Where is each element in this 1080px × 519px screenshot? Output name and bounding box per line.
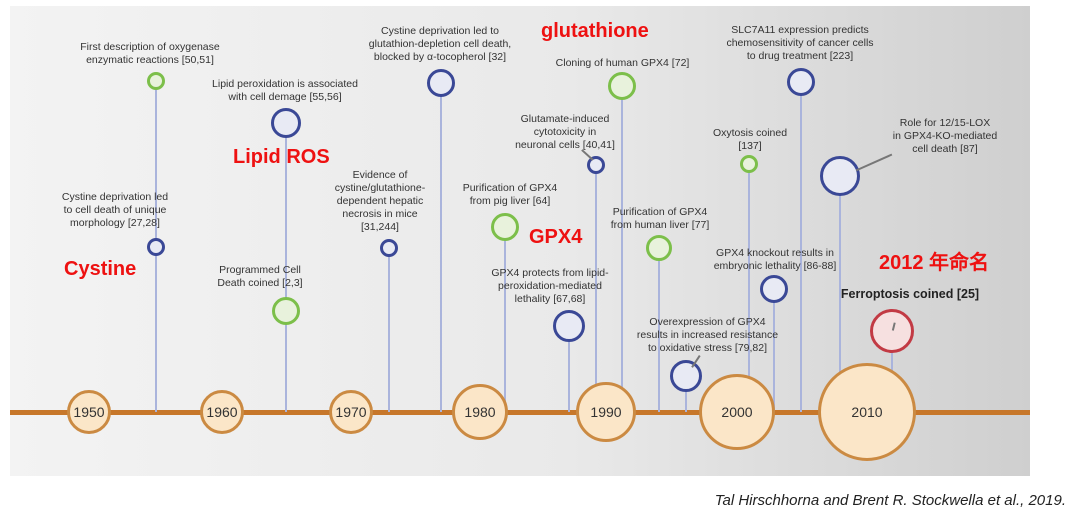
event-circle-gpx4-pig [491, 213, 519, 241]
stem-line [621, 86, 623, 412]
stem-line [748, 164, 750, 412]
stem-line [285, 311, 287, 412]
stem-line [568, 326, 570, 412]
event-circle-hepatic [380, 239, 398, 257]
event-label-overexpression: Overexpression of GPX4 results in increa… [636, 316, 779, 354]
decade-label: 2000 [721, 404, 753, 420]
decade-marker: 1950 [67, 390, 111, 434]
event-label-cystine-death: Cystine deprivation led to cell death of… [61, 191, 169, 229]
event-circle-glutamate [587, 156, 605, 174]
decade-marker: 2000 [699, 374, 775, 450]
event-label-gpx4-protects: GPX4 protects from lipid- peroxidation-m… [491, 267, 609, 305]
annotation-named-2012: 2012 年命名 [879, 252, 990, 274]
event-label-gpx4-clone: Cloning of human GPX4 [72] [555, 57, 690, 69]
event-circle-gpx4-protects [553, 310, 585, 342]
event-label-oxygenase: First description of oxygenase enzymatic… [80, 41, 220, 66]
event-label-lox: Role for 12/15-LOX in GPX4-KO-mediated c… [892, 117, 998, 155]
event-label-ferroptosis: Ferroptosis coined [25] [840, 287, 980, 301]
decade-label: 1980 [464, 404, 496, 420]
event-circle-pcd [272, 297, 300, 325]
event-label-lipid-perox: Lipid peroxidation is associated with ce… [212, 78, 358, 103]
annotation-gpx4: GPX4 [529, 226, 583, 248]
stem-line [658, 248, 660, 412]
event-circle-oxytosis [740, 155, 758, 173]
decade-marker: 1980 [452, 384, 508, 440]
annotation-lipid-ros: Lipid ROS [233, 146, 330, 168]
event-label-gpx4-human: Purification of GPX4 from human liver [7… [610, 206, 710, 231]
event-circle-gpx4-clone [608, 72, 636, 100]
event-label-slc7a11: SLC7A11 expression predicts chemosensiti… [726, 24, 874, 62]
annotation-glutathione: glutathione [541, 20, 649, 42]
decade-label: 1960 [206, 404, 238, 420]
event-circle-slc7a11 [787, 68, 815, 96]
stem-line [685, 376, 687, 412]
decade-marker: 1970 [329, 390, 373, 434]
decade-label: 1950 [73, 404, 105, 420]
stem-line [440, 83, 442, 412]
event-circle-gpx4-human [646, 235, 672, 261]
citation: Tal Hirschhorna and Brent R. Stockwella … [714, 492, 1066, 509]
stem-line [285, 123, 287, 412]
event-circle-ferroptosis [870, 309, 914, 353]
event-label-gpx4-pig: Purification of GPX4 from pig liver [64] [462, 182, 558, 207]
event-circle-lox [820, 156, 860, 196]
event-circle-gpx4-ko [760, 275, 788, 303]
stem-line [388, 248, 390, 412]
stem-line [155, 247, 157, 412]
event-label-tocopherol: Cystine deprivation led to glutathion-de… [368, 25, 512, 63]
event-label-hepatic: Evidence of cystine/glutathione- depende… [334, 169, 426, 233]
decade-label: 1970 [335, 404, 367, 420]
decade-marker: 1960 [200, 390, 244, 434]
stem-line [773, 289, 775, 412]
timeline-axis [10, 410, 1030, 415]
decade-marker: 1990 [576, 382, 636, 442]
event-circle-lipid-perox [271, 108, 301, 138]
event-label-oxytosis: Oxytosis coined [137] [712, 127, 788, 152]
event-label-glutamate: Glutamate-induced cytotoxicity in neuron… [515, 113, 615, 151]
decade-marker: 2010 [818, 363, 916, 461]
event-circle-oxygenase [147, 72, 165, 90]
stem-line [839, 176, 841, 412]
event-circle-tocopherol [427, 69, 455, 97]
stem-line [504, 227, 506, 412]
annotation-cystine: Cystine [64, 258, 137, 280]
event-circle-overexpression [670, 360, 702, 392]
stem-line [595, 165, 597, 412]
event-label-gpx4-ko: GPX4 knockout results in embryonic letha… [713, 247, 837, 272]
event-label-pcd: Programmed Cell Death coined [2,3] [217, 264, 303, 289]
stem-line [800, 82, 802, 412]
decade-label: 1990 [590, 404, 622, 420]
decade-label: 2010 [851, 404, 883, 420]
event-circle-cystine-death [147, 238, 165, 256]
